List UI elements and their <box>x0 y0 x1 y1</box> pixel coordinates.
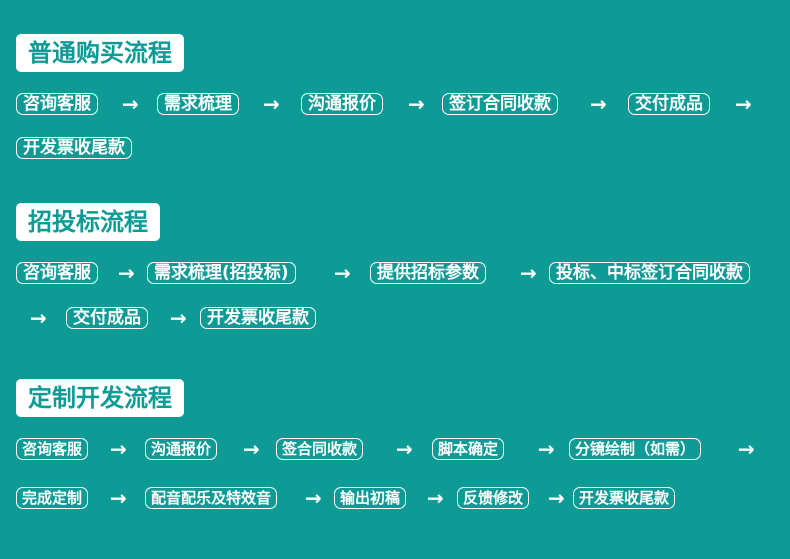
step-requirements-bidding: 需求梳理(招投标) <box>147 262 296 284</box>
step-bid-params: 提供招标参数 <box>370 262 486 284</box>
step-deliver: 交付成品 <box>628 93 710 115</box>
arrow-icon: → <box>170 306 187 330</box>
arrow-icon: → <box>738 437 755 461</box>
arrow-icon: → <box>243 437 260 461</box>
step-consult: 咨询客服 <box>16 93 98 115</box>
arrow-icon: → <box>538 437 555 461</box>
step-feedback: 反馈修改 <box>457 487 530 509</box>
step-requirements: 需求梳理 <box>157 93 239 115</box>
step-quote: 沟通报价 <box>301 93 383 115</box>
arrow-icon: → <box>263 92 280 116</box>
arrow-icon: → <box>334 261 351 285</box>
step-storyboard: 分镜绘制（如需） <box>569 438 702 460</box>
arrow-icon: → <box>122 92 139 116</box>
step-invoice: 开发票收尾款 <box>200 307 316 329</box>
arrow-icon: → <box>520 261 537 285</box>
arrow-icon: → <box>427 486 444 510</box>
arrow-icon: → <box>408 92 425 116</box>
arrow-icon: → <box>396 437 413 461</box>
step-script: 脚本确定 <box>432 438 505 460</box>
step-quote: 沟通报价 <box>145 438 218 460</box>
arrow-icon: → <box>110 437 127 461</box>
step-consult: 咨询客服 <box>16 262 98 284</box>
step-custom-complete: 完成定制 <box>16 487 89 509</box>
arrow-icon: → <box>118 261 135 285</box>
section-title-bidding: 招投标流程 <box>16 203 160 241</box>
step-bid-contract: 投标、中标签订合同收款 <box>549 262 750 284</box>
step-invoice: 开发票收尾款 <box>16 137 132 159</box>
section-title-standard-purchase: 普通购买流程 <box>16 34 184 72</box>
step-contract: 签订合同收款 <box>442 93 558 115</box>
section-title-custom-dev: 定制开发流程 <box>16 379 184 417</box>
step-consult: 咨询客服 <box>16 438 89 460</box>
step-invoice: 开发票收尾款 <box>573 487 676 509</box>
arrow-icon: → <box>590 92 607 116</box>
arrow-icon: → <box>548 486 565 510</box>
arrow-icon: → <box>110 486 127 510</box>
step-draft: 输出初稿 <box>334 487 407 509</box>
arrow-icon: → <box>305 486 322 510</box>
step-audio: 配音配乐及特效音 <box>145 487 278 509</box>
arrow-icon: → <box>735 92 752 116</box>
step-deliver: 交付成品 <box>66 307 148 329</box>
arrow-icon: → <box>30 306 47 330</box>
step-contract: 签合同收款 <box>276 438 364 460</box>
